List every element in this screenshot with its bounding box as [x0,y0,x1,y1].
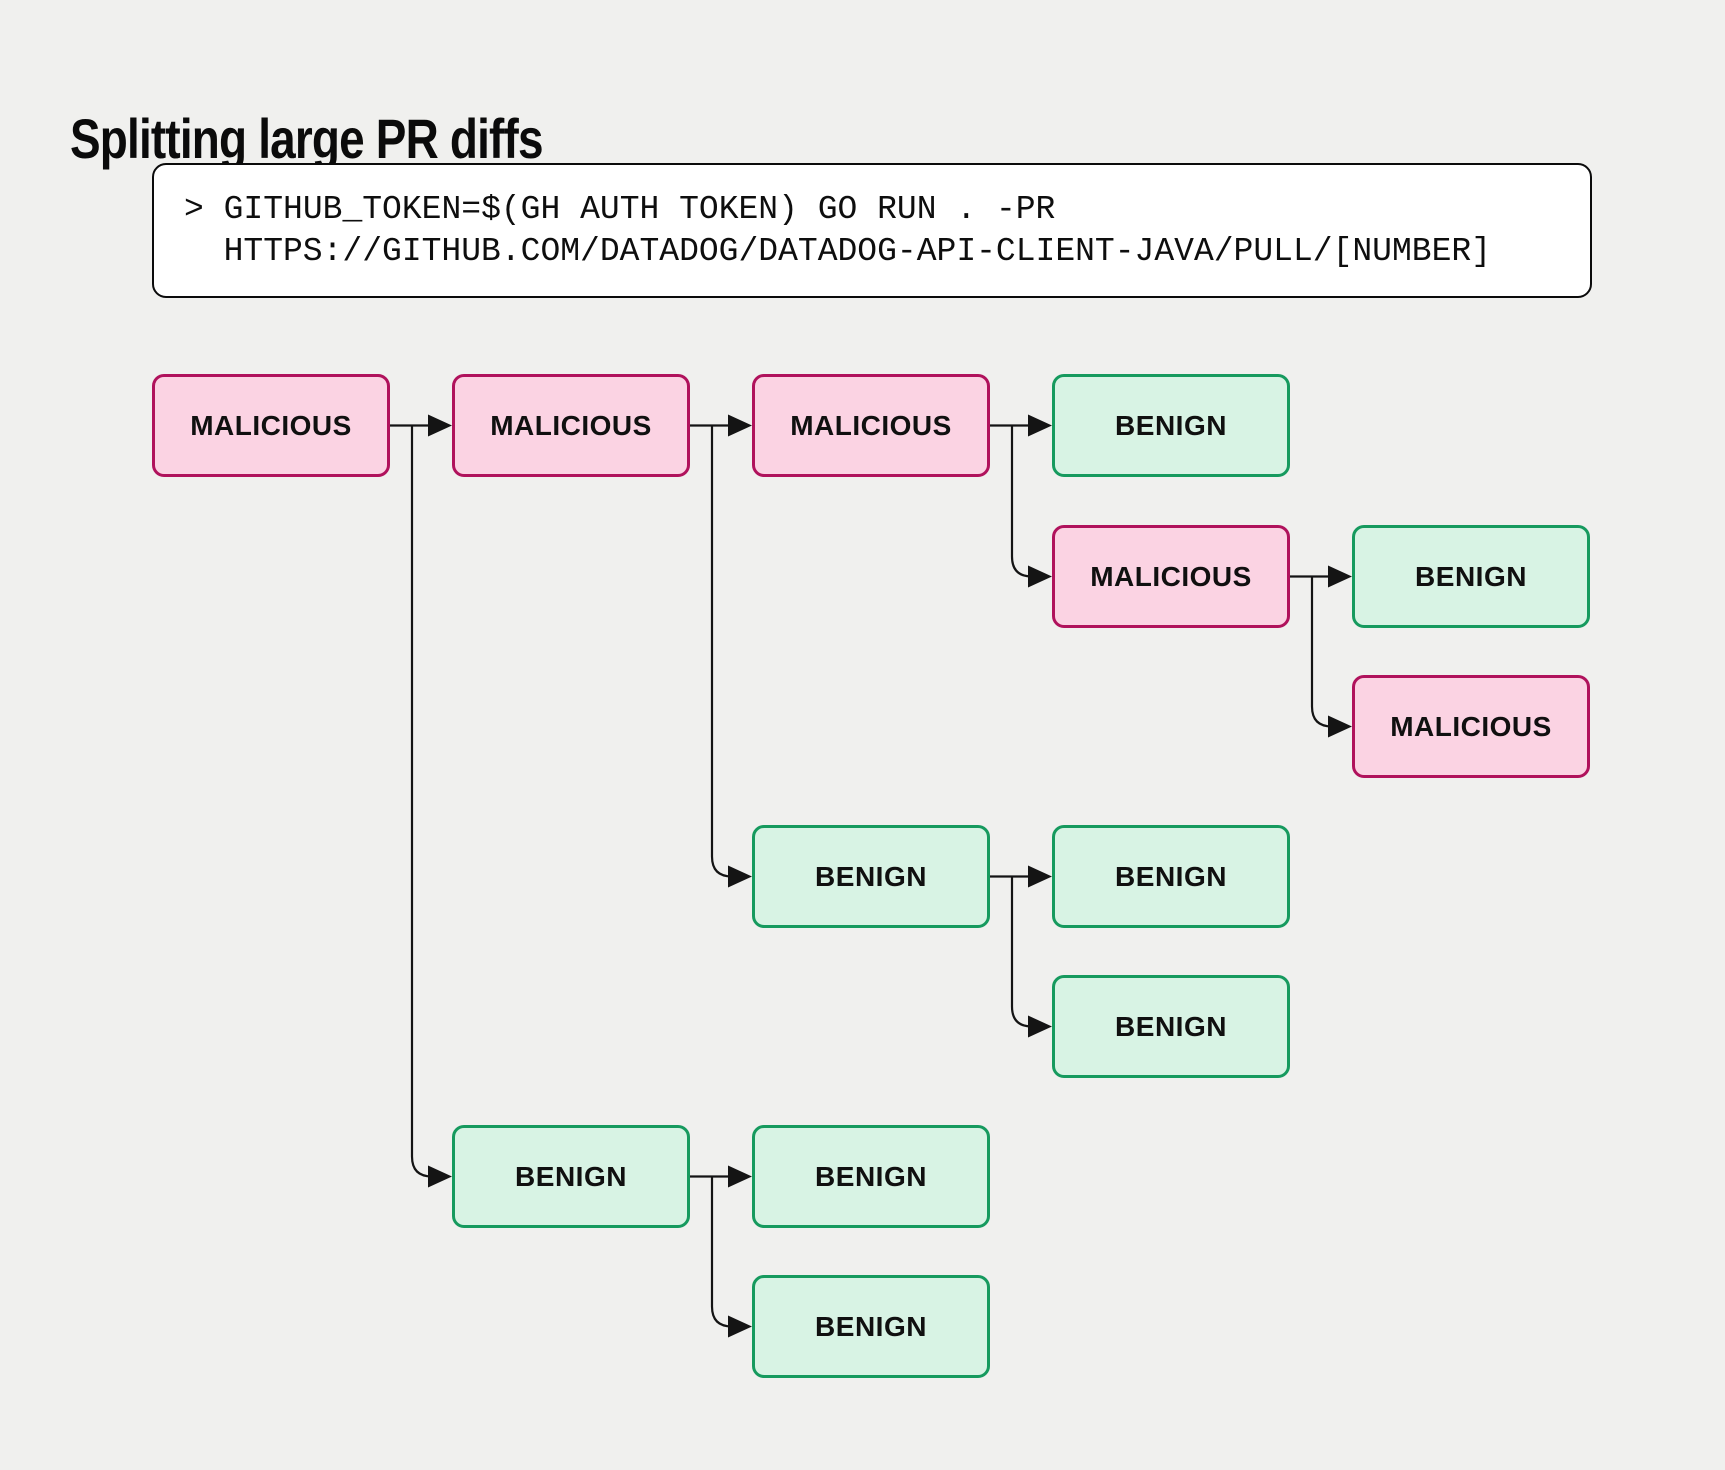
edge-line [1310,576,1333,728]
node-benign-n12: BENIGN [752,1125,990,1228]
command-text: GITHUB_TOKEN=$(GH AUTH TOKEN) GO RUN . -… [223,191,1056,228]
node-benign-n9: BENIGN [1052,825,1290,928]
node-benign-n8: BENIGN [752,825,990,928]
arrowhead-icon [728,1165,752,1188]
node-malicious-n1: MALICIOUS [152,374,390,477]
arrowhead-icon [428,414,452,437]
edge-line [410,425,433,1178]
edge-line [1010,876,1033,1028]
node-benign-n13: BENIGN [752,1275,990,1378]
arrowhead-icon [1028,565,1052,588]
node-benign-n10: BENIGN [1052,975,1290,1078]
prompt-chevron-icon: > [184,191,204,228]
arrowhead-icon [728,1315,752,1338]
arrowhead-icon [1028,865,1052,888]
page-title: Splitting large PR diffs [70,106,544,170]
node-malicious-n7: MALICIOUS [1352,675,1590,778]
node-benign-n4: BENIGN [1052,374,1290,477]
edge-line [710,425,733,878]
edge-line [710,1176,733,1328]
arrowhead-icon [428,1165,452,1188]
arrowhead-icon [1328,715,1352,738]
arrowhead-icon [1028,414,1052,437]
node-malicious-n3: MALICIOUS [752,374,990,477]
arrowhead-icon [728,865,752,888]
arrowhead-icon [1028,1015,1052,1038]
arrowhead-icon [1328,565,1352,588]
node-benign-n6: BENIGN [1352,525,1590,628]
arrowhead-icon [728,414,752,437]
edge-line [1010,425,1033,578]
node-benign-n11: BENIGN [452,1125,690,1228]
command-box: > GITHUB_TOKEN=$(GH AUTH TOKEN) GO RUN .… [152,163,1592,298]
command-line-1: > GITHUB_TOKEN=$(GH AUTH TOKEN) GO RUN .… [184,189,1590,231]
command-line-2: HTTPS://GITHUB.COM/DATADOG/DATADOG-API-C… [223,233,1491,270]
node-malicious-n2: MALICIOUS [452,374,690,477]
node-malicious-n5: MALICIOUS [1052,525,1290,628]
